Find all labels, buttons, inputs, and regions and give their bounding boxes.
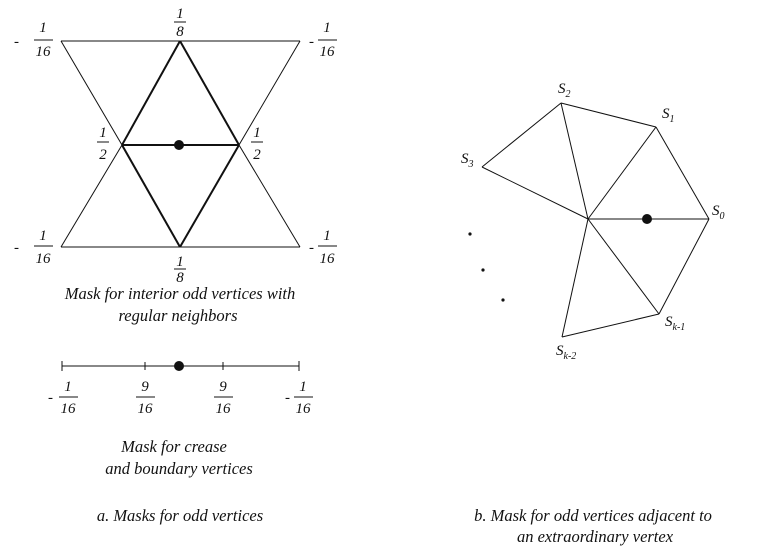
ellipsis-dot: [468, 232, 472, 236]
crease-weight-3: 9 16: [214, 379, 233, 417]
crease-weight-1: - 1 16: [48, 379, 78, 417]
weight-bottom-left-den: 16: [36, 251, 52, 267]
weight-bottom-num: 1: [176, 254, 184, 270]
weight-mid-right-den: 2: [253, 147, 261, 163]
diamond-edge-br: [179, 144, 240, 248]
diamond-edge-tl: [121, 40, 181, 146]
weight-bottom-right: - 1 16: [309, 228, 337, 267]
spoke-s2: [560, 102, 589, 220]
crease-mask-diagram: [61, 361, 300, 371]
crease-mask-caption-line2: and boundary vertices: [105, 459, 253, 478]
crease-weight-3-num: 9: [219, 379, 227, 395]
vertex-label-s2: S2: [558, 81, 571, 100]
edge-s2-s1: [560, 102, 657, 128]
edge-sk1-sk2: [561, 313, 660, 338]
weight-bottom-left-num: 1: [39, 228, 47, 244]
odd-vertex-dot: [642, 214, 652, 224]
edge-tl-ml: [60, 40, 123, 146]
interior-mask-caption-line2: regular neighbors: [118, 306, 237, 325]
spoke-s3: [481, 166, 589, 220]
weight-mid-left-num: 1: [99, 125, 107, 141]
vertex-label-s0: S0: [712, 203, 725, 222]
weight-bottom-right-num: 1: [323, 228, 331, 244]
interior-mask-diagram: [60, 40, 301, 248]
weight-top: 1 8: [174, 6, 186, 40]
ellipsis-dot: [501, 298, 505, 302]
edge-tr-mr: [238, 40, 301, 146]
weight-top-right-num: 1: [323, 20, 331, 36]
crease-vertex-dot: [174, 361, 184, 371]
weight-bottom-den: 8: [176, 270, 184, 286]
crease-weight-2-num: 9: [141, 379, 149, 395]
weight-top-left-den: 16: [36, 44, 52, 60]
weight-top-right: - 1 16: [309, 20, 337, 60]
edge-mr-br: [238, 144, 301, 248]
weight-bottom-left: - 1 16: [14, 228, 53, 267]
vertex-label-sk1: Sk-1: [665, 314, 685, 333]
weight-sign: -: [285, 390, 290, 406]
weight-top-den: 8: [176, 24, 184, 40]
crease-weight-4-num: 1: [299, 379, 307, 395]
crease-weight-3-den: 16: [216, 401, 232, 417]
weight-top-right-den: 16: [320, 44, 336, 60]
edge-ml-bl: [60, 144, 123, 248]
crease-weight-1-den: 16: [61, 401, 77, 417]
crease-mask-caption-line1: Mask for crease: [120, 437, 227, 456]
weight-mid-left: 1 2: [97, 125, 109, 163]
weight-sign: -: [309, 34, 314, 50]
crease-weight-1-num: 1: [64, 379, 72, 395]
crease-weight-2-den: 16: [138, 401, 154, 417]
diamond-edge-tr: [179, 40, 240, 146]
edge-s0-sk1: [658, 218, 710, 315]
crease-weight-4: - 1 16: [285, 379, 313, 417]
vertex-label-s3: S3: [461, 151, 474, 170]
crease-weight-2: 9 16: [136, 379, 155, 417]
weight-top-left: - 1 16: [14, 20, 53, 60]
weight-sign: -: [309, 240, 314, 256]
weight-mid-right: 1 2: [251, 125, 263, 163]
vertex-label-sk2: Sk-2: [556, 343, 576, 362]
weight-bottom: 1 8: [174, 254, 186, 286]
edge-s1-s0: [655, 126, 710, 220]
spoke-sk1: [587, 218, 660, 315]
vertex-label-s1: S1: [662, 106, 675, 125]
panel-b-caption-line2: an extraordinary vertex: [517, 527, 674, 546]
weight-top-left-num: 1: [39, 20, 47, 36]
weight-mid-right-num: 1: [253, 125, 261, 141]
weight-sign: -: [14, 34, 19, 50]
panel-a-caption: a. Masks for odd vertices: [97, 506, 263, 525]
spoke-s1: [587, 126, 657, 220]
ellipsis-dot: [481, 268, 485, 272]
weight-bottom-right-den: 16: [320, 251, 336, 267]
spoke-sk2: [561, 218, 589, 338]
weight-top-num: 1: [176, 6, 184, 22]
weight-mid-left-den: 2: [99, 147, 107, 163]
odd-vertex-dot: [174, 140, 184, 150]
edge-s3-s2: [481, 102, 562, 168]
extraordinary-mask-diagram: [468, 102, 710, 338]
weight-sign: -: [14, 240, 19, 256]
crease-weight-4-den: 16: [296, 401, 312, 417]
diamond-edge-bl: [121, 144, 181, 248]
weight-sign: -: [48, 390, 53, 406]
panel-b-caption-line1: b. Mask for odd vertices adjacent to: [474, 506, 712, 525]
interior-mask-caption-line1: Mask for interior odd vertices with: [64, 284, 296, 303]
